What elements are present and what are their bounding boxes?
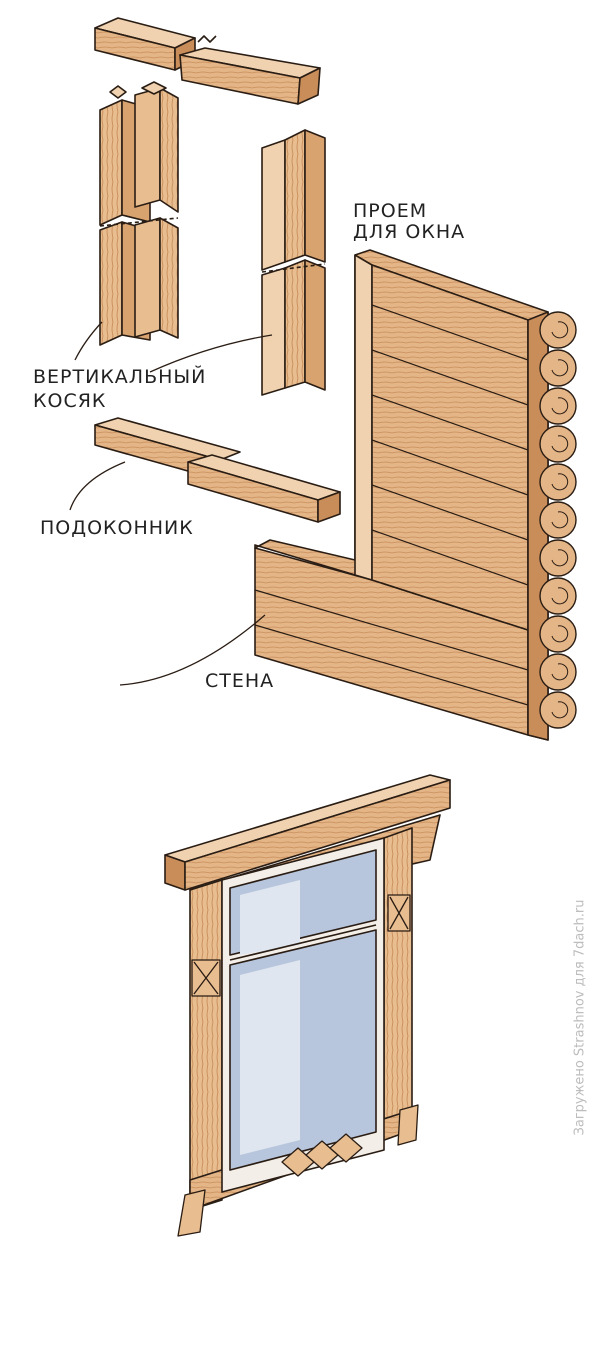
window-opening-label-line2: ДЛЯ ОКНА xyxy=(353,221,466,243)
decorated-window xyxy=(164,774,451,1237)
label-pointers xyxy=(69,321,273,686)
right-vertical-jamb xyxy=(261,129,326,396)
vertical-jamb-label-line2: КОСЯК xyxy=(33,390,107,412)
windowsill-label: ПОДОКОННИК xyxy=(40,517,194,539)
log-wall xyxy=(254,249,577,741)
watermark-text: Загружено Strashnov для 7dach.ru xyxy=(572,899,588,1136)
windowsill-beam xyxy=(94,417,341,523)
window-assembly-illustration xyxy=(69,17,577,1237)
top-beam xyxy=(94,17,321,105)
window-opening-label-line1: ПРОЕМ xyxy=(353,200,428,222)
vertical-jamb-label-line1: ВЕРТИКАЛЬНЫЙ xyxy=(33,366,207,388)
wall-label: СТЕНА xyxy=(205,670,275,692)
left-vertical-jamb xyxy=(99,81,179,346)
